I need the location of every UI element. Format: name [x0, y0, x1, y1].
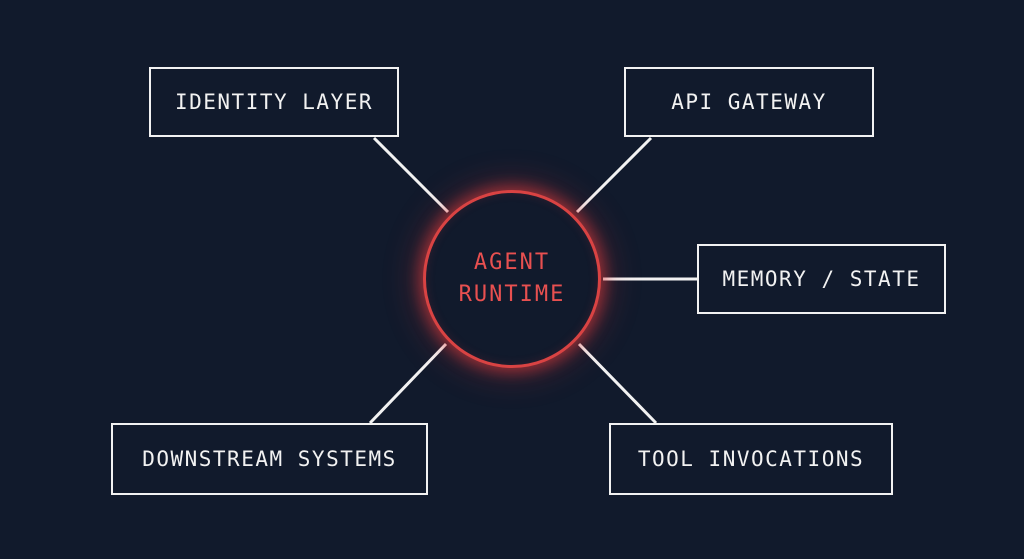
hub-label-line2: RUNTIME — [458, 282, 566, 307]
tool-invocations-node: TOOL INVOCATIONS — [609, 423, 893, 495]
identity-layer-node: IDENTITY LAYER — [149, 67, 399, 137]
link-tools — [577, 342, 658, 425]
link-identity — [372, 136, 450, 214]
downstream-systems-label: DOWNSTREAM SYSTEMS — [142, 447, 397, 471]
memory-state-label: MEMORY / STATE — [722, 267, 921, 291]
hub-label-line1: AGENT — [473, 250, 551, 275]
link-gateway — [575, 136, 653, 214]
memory-state-node: MEMORY / STATE — [697, 244, 946, 314]
link-downstream — [368, 342, 448, 425]
tool-invocations-label: TOOL INVOCATIONS — [637, 447, 865, 471]
downstream-systems-node: DOWNSTREAM SYSTEMS — [111, 423, 428, 495]
api-gateway-label: API GATEWAY — [671, 90, 827, 114]
identity-layer-label: IDENTITY LAYER — [174, 90, 373, 114]
agent-runtime-hub: AGENT RUNTIME — [423, 190, 601, 368]
api-gateway-node: API GATEWAY — [624, 67, 874, 137]
